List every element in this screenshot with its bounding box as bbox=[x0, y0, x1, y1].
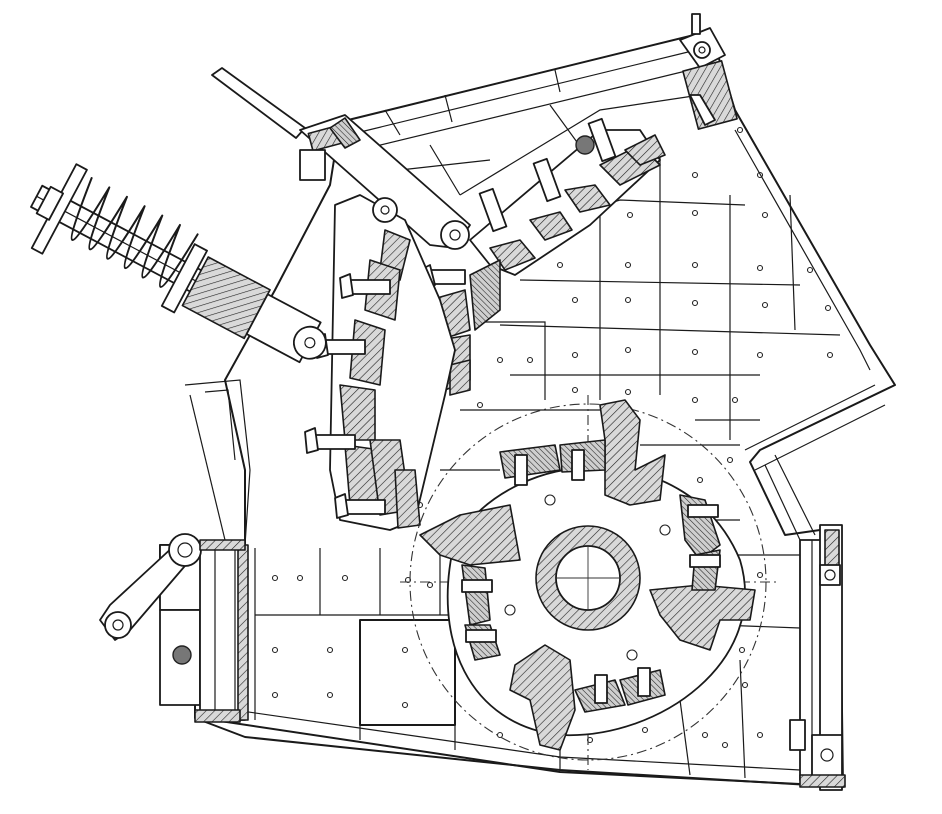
blow-bars bbox=[419, 399, 756, 751]
frame-support-arm bbox=[99, 379, 251, 665]
spring-tension-assembly bbox=[30, 163, 327, 364]
blow-bar-clamps bbox=[461, 439, 721, 713]
lower-impact-apron bbox=[304, 194, 456, 531]
housing-outline bbox=[159, 29, 896, 791]
bottom-right-brackets bbox=[194, 529, 846, 788]
top-hinge-bracket bbox=[679, 13, 738, 130]
